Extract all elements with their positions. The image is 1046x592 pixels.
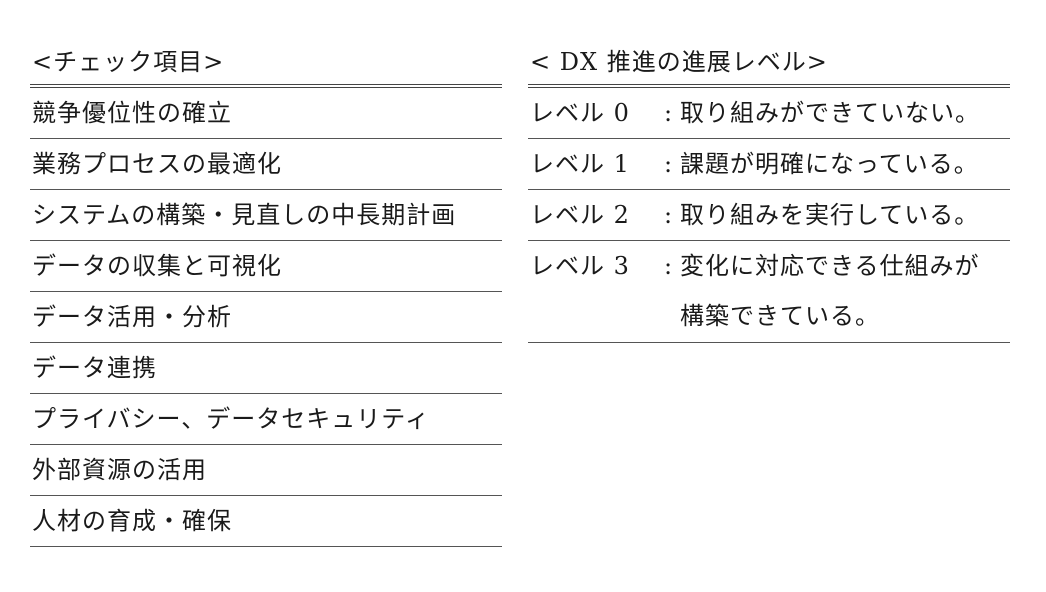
check-item: データ連携 [30, 343, 502, 394]
check-items-list: 競争優位性の確立 業務プロセスの最適化 システムの構築・見直しの中長期計画 デー… [30, 88, 502, 547]
level-label: レベル 2 [530, 201, 630, 229]
level-description: 課題が明確になっている。 [680, 150, 979, 178]
level-description-line: 変化に対応できる仕組みが [680, 252, 980, 280]
dx-levels-list: レベル 0 : 取り組みができていない。 レベル 1 : 課題が明確になっている… [528, 88, 1010, 343]
level-description: 変化に対応できる仕組みが 構築できている。 [680, 241, 1010, 342]
level-description-line: 構築できている。 [680, 302, 880, 330]
dx-level-row: レベル 3 : 変化に対応できる仕組みが 構築できている。 [528, 241, 1010, 343]
level-description: 取り組みを実行している。 [680, 201, 980, 229]
check-item: 外部資源の活用 [30, 445, 502, 496]
dx-level-row: レベル 2 : 取り組みを実行している。 [528, 190, 1010, 241]
level-label: レベル 1 [530, 150, 630, 178]
check-item: システムの構築・見直しの中長期計画 [30, 190, 502, 241]
level-colon: : [664, 201, 674, 229]
dx-level-row: レベル 0 : 取り組みができていない。 [528, 88, 1010, 139]
dx-levels-table: < DX 推進の進展レベル> レベル 0 : 取り組みができていない。 レベル … [528, 36, 1010, 343]
check-item: 業務プロセスの最適化 [30, 139, 502, 190]
level-colon: : [664, 252, 674, 280]
check-item: 競争優位性の確立 [30, 88, 502, 139]
check-items-heading: <チェック項目> [30, 36, 502, 88]
check-item: 人材の育成・確保 [30, 496, 502, 547]
level-label: レベル 0 [530, 99, 630, 127]
check-items-table: <チェック項目> 競争優位性の確立 業務プロセスの最適化 システムの構築・見直し… [30, 36, 502, 547]
level-label: レベル 3 [530, 252, 630, 280]
check-item: データの収集と可視化 [30, 241, 502, 292]
check-item: データ活用・分析 [30, 292, 502, 343]
dx-levels-heading: < DX 推進の進展レベル> [528, 36, 1010, 88]
check-item: プライバシー、データセキュリティ [30, 394, 502, 445]
level-description: 取り組みができていない。 [680, 99, 980, 127]
level-colon: : [664, 99, 674, 127]
dx-level-row: レベル 1 : 課題が明確になっている。 [528, 139, 1010, 190]
level-colon: : [664, 150, 674, 178]
